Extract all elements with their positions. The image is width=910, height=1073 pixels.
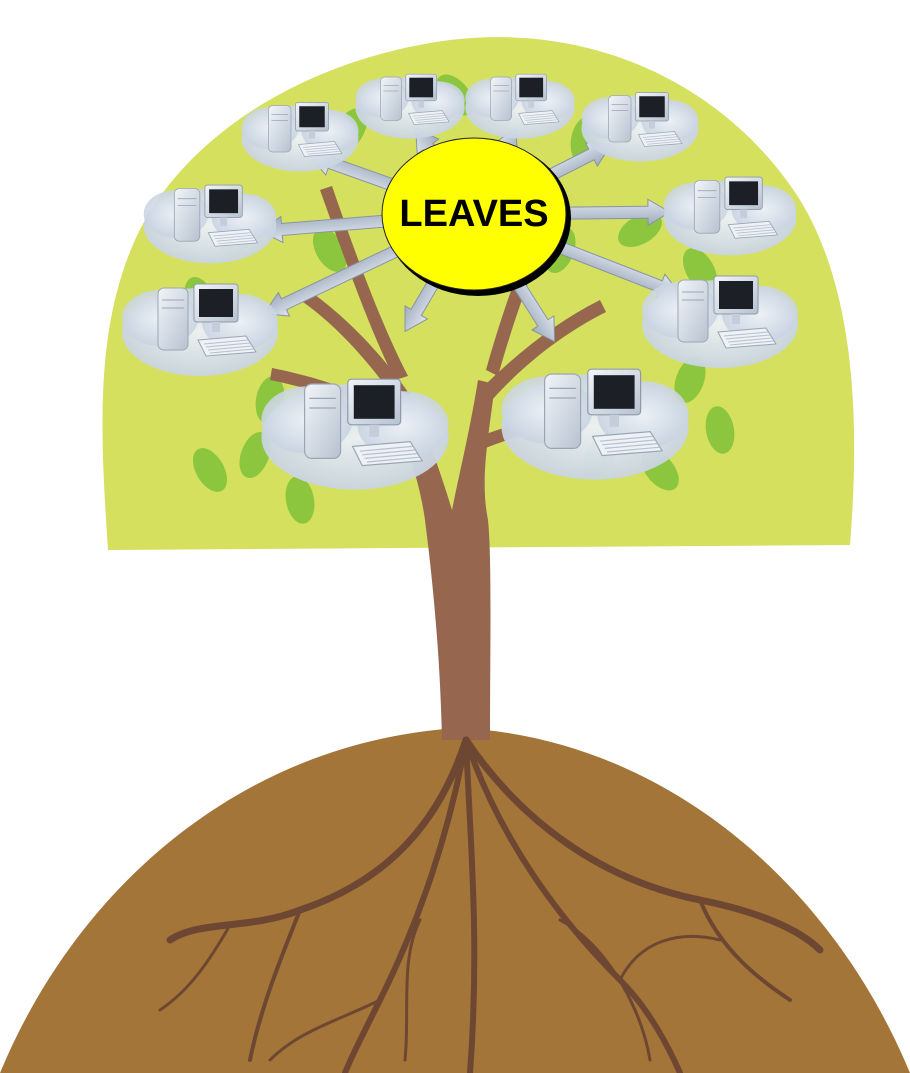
node-left-lower — [501, 369, 688, 479]
node-top-right-1 — [582, 93, 699, 162]
hub-label: LEAVES — [399, 193, 548, 235]
node-top-center — [465, 74, 574, 138]
node-top-left-2 — [355, 74, 464, 138]
ground-hill — [0, 728, 910, 1073]
node-right-lower — [122, 284, 278, 376]
node-bottom-right — [642, 276, 798, 368]
node-bottom-left — [261, 379, 448, 489]
node-right — [664, 177, 797, 255]
node-top-left-1 — [242, 103, 359, 172]
node-top-right-2 — [144, 185, 277, 263]
